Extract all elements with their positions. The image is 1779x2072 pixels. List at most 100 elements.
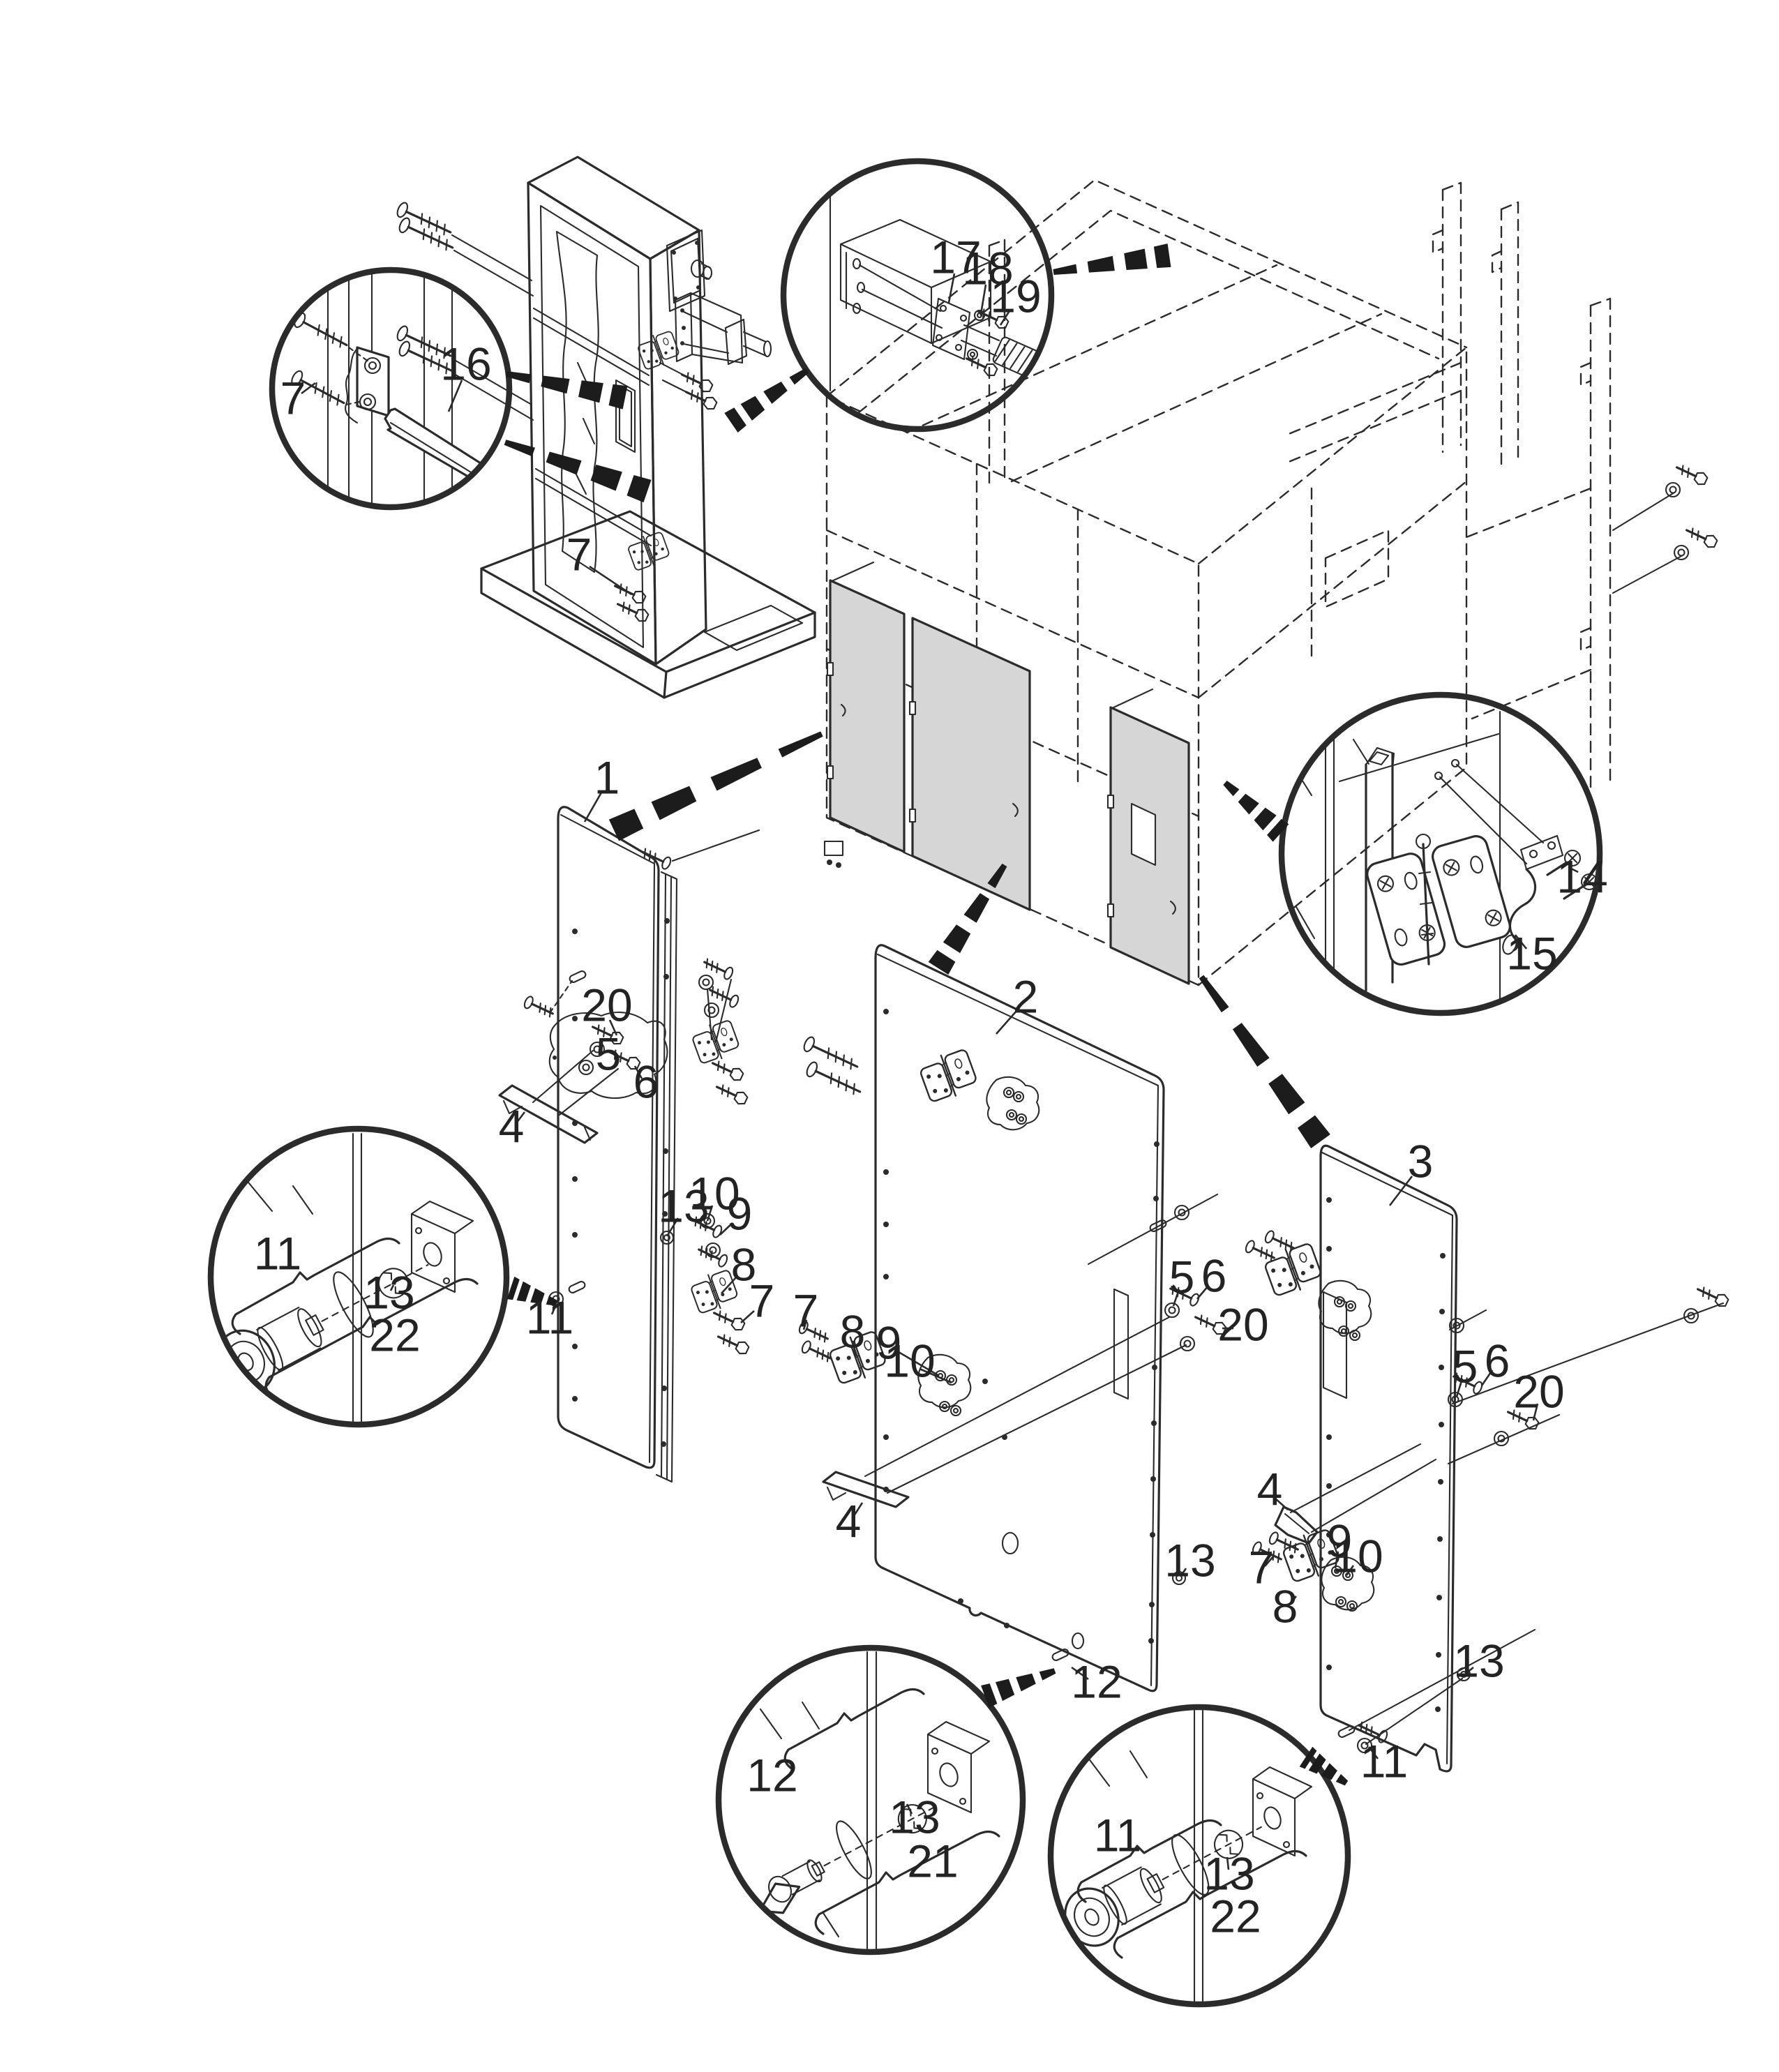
zoom-arrow-segment	[1268, 1074, 1305, 1115]
door1-handle	[498, 1049, 620, 1144]
frame-posts	[988, 181, 1612, 794]
zoom-arrow-segment	[1299, 1746, 1317, 1769]
detail-circle-ring	[1278, 691, 1603, 1016]
spring-clip	[1508, 868, 1537, 952]
callout-label-13: 13	[889, 1791, 940, 1842]
callout-label-7: 7	[1249, 1541, 1275, 1593]
callout-leader-6	[633, 1065, 643, 1079]
callout-leader-9	[719, 1222, 733, 1236]
callout-leader-17	[947, 273, 956, 303]
zoom-arrow-segment	[778, 731, 823, 758]
callout-label-10: 10	[1332, 1530, 1383, 1582]
cabinet-base	[480, 510, 816, 699]
zoom-arrow-segment	[1238, 793, 1259, 815]
callout-label-5: 5	[596, 1028, 622, 1079]
enclosure-door-shaded-1	[826, 561, 906, 853]
zoom-arrow-segment	[546, 451, 582, 475]
zoom-arrow-segment	[578, 380, 603, 403]
zoom-arrow-segment	[608, 384, 628, 410]
zoom-arrow-segment	[1308, 1753, 1326, 1774]
zoom-arrow-segment	[1124, 248, 1148, 271]
zoom-arrow-segment	[1321, 1763, 1337, 1780]
detail-circle-ring	[780, 158, 1055, 433]
callout-leader-1	[583, 792, 603, 823]
callout-label-10: 10	[689, 1167, 740, 1219]
zoom-arrow-segment	[530, 1288, 545, 1304]
callout-label-6: 6	[633, 1056, 659, 1107]
callout-leader-2	[996, 1009, 1018, 1035]
callout-label-13: 13	[1453, 1635, 1504, 1686]
zoom-arrow-segment	[963, 893, 990, 923]
callout-label-13: 13	[1203, 1847, 1254, 1899]
zoom-arrow-segment	[608, 809, 644, 841]
zoom-arrow-segment	[763, 381, 788, 404]
callout-label-13: 13	[1164, 1534, 1215, 1586]
callout-label-21: 21	[907, 1835, 958, 1886]
callout-leader-11	[550, 1304, 557, 1315]
callout-leader-14	[1569, 866, 1579, 873]
callout-leader-20	[1532, 1403, 1539, 1421]
zoom-arrow-segment	[740, 396, 765, 421]
retainer-ring	[377, 1268, 409, 1299]
door3-holes	[1326, 1197, 1446, 1712]
callout-label-11: 11	[526, 1291, 574, 1343]
zoom-arrow-segment	[724, 407, 746, 433]
zoom-arrow-segment	[996, 1679, 1015, 1702]
callout-label-2: 2	[1013, 970, 1039, 1022]
callout-leader-4	[851, 1502, 864, 1519]
door-window	[615, 379, 636, 453]
callout-leader-16	[447, 380, 463, 412]
callout-label-22: 22	[1210, 1890, 1261, 1942]
door2-hinge-upper	[916, 1046, 980, 1106]
door2-holes	[883, 1009, 1159, 1644]
callout-label-8: 8	[840, 1305, 866, 1357]
control-cabinet-assembly	[394, 156, 816, 699]
callout-label-4: 4	[1257, 1463, 1283, 1515]
zoom-arrow-segment	[1297, 1115, 1330, 1148]
callout-label-7: 7	[749, 1275, 775, 1326]
cabinet-hinge-upper	[635, 328, 682, 373]
callout-leader-7	[589, 565, 632, 596]
zoom-arrow-segment	[1153, 243, 1171, 269]
callout-label-13: 13	[658, 1180, 709, 1231]
callout-leader-13	[906, 1803, 913, 1815]
callout-label-13: 13	[363, 1266, 414, 1318]
callout-leader-20	[608, 1019, 618, 1036]
callout-label-5: 5	[1453, 1340, 1478, 1392]
callout-label-10: 10	[884, 1335, 935, 1386]
zoom-arrow-segment	[516, 1281, 531, 1302]
callout-leader-8	[1288, 1596, 1297, 1606]
callout-label-3: 3	[1408, 1135, 1434, 1187]
callout-label-11: 11	[1094, 1809, 1142, 1861]
callout-leader-8	[852, 1340, 857, 1357]
callout-label-11: 11	[254, 1227, 302, 1279]
door2-handle	[822, 1316, 1187, 1508]
callout-leader-13	[1466, 1666, 1474, 1674]
callout-leader-4	[1275, 1498, 1289, 1510]
zoom-arrow-segment	[710, 758, 762, 791]
callout-label-8: 8	[731, 1238, 757, 1290]
callout-label-17: 17	[930, 231, 981, 283]
enclosure-door-shaded-3	[1106, 688, 1190, 985]
callout-leader-6	[1480, 1369, 1494, 1386]
callout-label-7: 7	[793, 1284, 819, 1336]
callout-label-4: 4	[499, 1100, 525, 1152]
callout-leader-10	[919, 1367, 952, 1384]
zoom-arrow-segment	[789, 368, 809, 385]
callout-label-7: 7	[566, 528, 592, 580]
callout-leader-13	[1226, 1856, 1230, 1870]
cabinet-hinge-lower	[625, 529, 673, 573]
zoom-arrow-segment	[1223, 781, 1240, 797]
callout-label-11: 11	[1360, 1735, 1409, 1787]
lock-plate	[666, 229, 713, 313]
callout-leader-15	[1514, 934, 1528, 949]
zoom-arrow-segment	[943, 924, 971, 954]
callout-label-19: 19	[990, 270, 1041, 322]
callout-label-12: 12	[746, 1749, 797, 1801]
callout-label-14: 14	[1556, 850, 1607, 902]
zoom-arrow-segment	[1335, 1773, 1349, 1786]
callout-label-20: 20	[1217, 1298, 1268, 1350]
callout-leader-12	[1071, 1666, 1089, 1681]
detail-circle-lock-right	[1047, 1704, 1351, 2008]
